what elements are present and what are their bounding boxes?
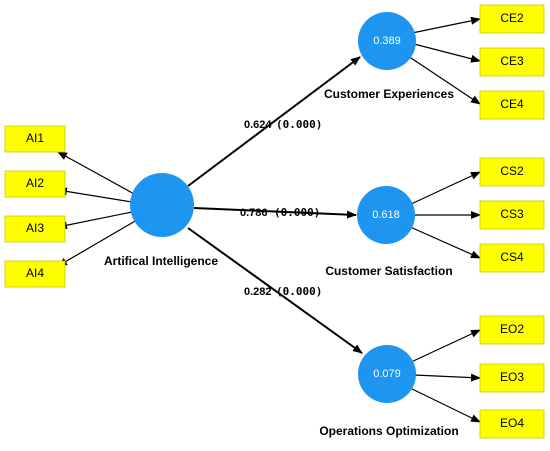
- path-ai-to-eo: [187, 227, 363, 354]
- construct-ce[interactable]: 0.389: [358, 12, 416, 70]
- indicator-label: CS2: [500, 164, 524, 178]
- indicator-label: CS3: [500, 207, 524, 221]
- arrow-ai-to-ai1: [57, 151, 137, 196]
- outcome-indicator-arrows: [407, 16, 481, 423]
- path-p-value: (0.000): [276, 118, 322, 131]
- indicator-label: EO2: [500, 322, 524, 336]
- path-ai-to-cs: [193, 207, 357, 219]
- arrow-ai-to-ai3: [57, 211, 133, 230]
- indicator-eo4[interactable]: EO4: [479, 409, 545, 439]
- construct-label-ce: Customer Experiences: [324, 87, 454, 101]
- indicator-label: AI4: [26, 266, 44, 280]
- indicator-ce2[interactable]: CE2: [479, 4, 545, 34]
- indicator-box: [479, 363, 545, 393]
- construct-label-cs: Customer Satisfaction: [325, 264, 452, 278]
- arrow-eo-to-eo4: [407, 386, 481, 423]
- arrow-ce-to-ce4: [407, 55, 481, 105]
- indicator-cs3[interactable]: CS3: [479, 200, 545, 230]
- construct-cs[interactable]: 0.618: [357, 186, 415, 244]
- construct-ai[interactable]: [130, 173, 194, 237]
- arrow-ce-to-ce2: [411, 16, 481, 34]
- construct-label-eo: Operations Optimization: [319, 424, 458, 438]
- indicator-label: CE3: [500, 54, 524, 68]
- construct-eo[interactable]: 0.079: [358, 345, 416, 403]
- indicator-box: [479, 47, 545, 77]
- indicator-box: [479, 157, 545, 187]
- indicator-label: AI2: [26, 176, 44, 190]
- arrow-cs-to-cs4: [407, 225, 481, 259]
- indicator-eo3[interactable]: EO3: [479, 363, 545, 393]
- path-label-ai-cs: 0.786 (0.000): [240, 206, 320, 219]
- cs-indicator-boxes: CS2 CS3 CS4: [479, 157, 545, 273]
- ai-indicator-arrows: [57, 151, 138, 267]
- indicator-label: AI3: [26, 221, 44, 235]
- ce-indicator-boxes: CE2 CE3 CE4: [479, 4, 545, 120]
- construct-circle: [357, 186, 415, 244]
- indicator-box: [479, 409, 545, 439]
- indicator-ce4[interactable]: CE4: [479, 90, 545, 120]
- construct-label-ai: Artifical Intelligence: [104, 254, 218, 268]
- indicator-label: CE2: [500, 11, 524, 25]
- arrow-ce-to-ce3: [413, 43, 481, 63]
- r-squared-value: 0.079: [373, 368, 401, 380]
- path-ai-to-ce: [187, 56, 361, 187]
- indicator-box: [479, 200, 545, 230]
- indicator-label: CE4: [500, 97, 524, 111]
- construct-circle: [130, 173, 194, 237]
- arrow-ai-to-ai4: [57, 219, 138, 267]
- indicator-ce3[interactable]: CE3: [479, 47, 545, 77]
- ai-indicator-boxes: AI1 AI2 AI3 AI4: [4, 125, 66, 288]
- construct-circle: [358, 345, 416, 403]
- indicator-eo2[interactable]: EO2: [479, 315, 545, 345]
- r-squared-value: 0.389: [373, 35, 401, 47]
- indicator-box: [4, 170, 66, 198]
- indicator-label: EO4: [500, 416, 524, 430]
- indicator-ai2[interactable]: AI2: [4, 170, 66, 198]
- r-squared-value: 0.618: [372, 209, 400, 221]
- arrow-cs-to-cs2: [408, 171, 481, 206]
- path-label-ai-ce: 0.624 (0.000): [244, 118, 322, 131]
- indicator-label: AI1: [26, 131, 44, 145]
- arrow-eo-to-eo2: [408, 329, 481, 364]
- indicator-cs2[interactable]: CS2: [479, 157, 545, 187]
- indicator-box: [4, 215, 66, 243]
- indicator-ai4[interactable]: AI4: [4, 260, 66, 288]
- indicator-ai3[interactable]: AI3: [4, 215, 66, 243]
- arrow-ai-to-ai2: [57, 187, 133, 203]
- path-coefficient: 0.624: [244, 119, 272, 131]
- indicator-box: [4, 260, 66, 288]
- indicator-box: [479, 315, 545, 345]
- path-coefficient: 0.282: [244, 286, 272, 298]
- path-p-value: (0.000): [276, 285, 322, 298]
- indicator-label: EO3: [500, 370, 524, 384]
- indicator-ai1[interactable]: AI1: [4, 125, 66, 153]
- indicator-box: [479, 243, 545, 273]
- path-label-ai-eo: 0.282 (0.000): [244, 285, 322, 298]
- structural-path-arrows: [187, 56, 363, 354]
- indicator-box: [479, 4, 545, 34]
- indicator-box: [4, 125, 66, 153]
- indicator-cs4[interactable]: CS4: [479, 243, 545, 273]
- construct-circle: [358, 12, 416, 70]
- eo-indicator-boxes: EO2 EO3 EO4: [479, 315, 545, 439]
- indicator-box: [479, 90, 545, 120]
- indicator-label: CS4: [500, 250, 524, 264]
- arrow-eo-to-eo3: [413, 373, 481, 382]
- path-coefficient: 0.786: [240, 207, 268, 219]
- path-p-value: (0.000): [274, 206, 320, 219]
